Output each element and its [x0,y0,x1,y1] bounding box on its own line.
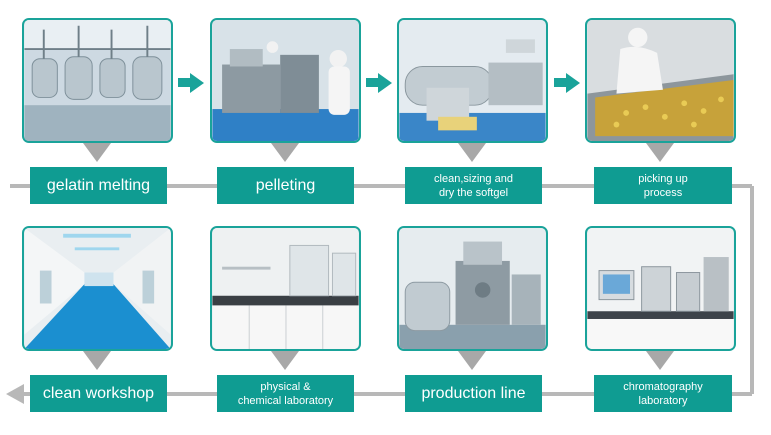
photo-clean-workshop [22,226,173,351]
step-label-production-line: production line [405,375,542,412]
photo-clean-sizing-dry [397,18,548,143]
photo-gelatin-melting [22,18,173,143]
pointer-gelatin-melting [83,143,111,162]
step-label-clean-workshop: clean workshop [30,375,167,412]
pointer-physical-chemical-lab [271,351,299,370]
pointer-chromatography-lab [646,351,674,370]
pointer-picking-up [646,143,674,162]
pointer-production-line [458,351,486,370]
step-label-physical-chemical-lab: physical & chemical laboratory [217,375,354,412]
photo-physical-chemical-lab [210,226,361,351]
step-label-chromatography-lab: chromatography laboratory [594,375,732,412]
photo-production-line [397,226,548,351]
pointer-pelleting [271,143,299,162]
photo-pelleting [210,18,361,143]
pointer-clean-sizing-dry [458,143,486,162]
step-label-clean-sizing-dry: clean,sizing and dry the softgel [405,167,542,204]
photo-picking-up [585,18,736,143]
step-label-pelleting: pelleting [217,167,354,204]
pointer-clean-workshop [83,351,111,370]
photo-chromatography-lab [585,226,736,351]
step-label-gelatin-melting: gelatin melting [30,167,167,204]
step-label-picking-up: picking up process [594,167,732,204]
